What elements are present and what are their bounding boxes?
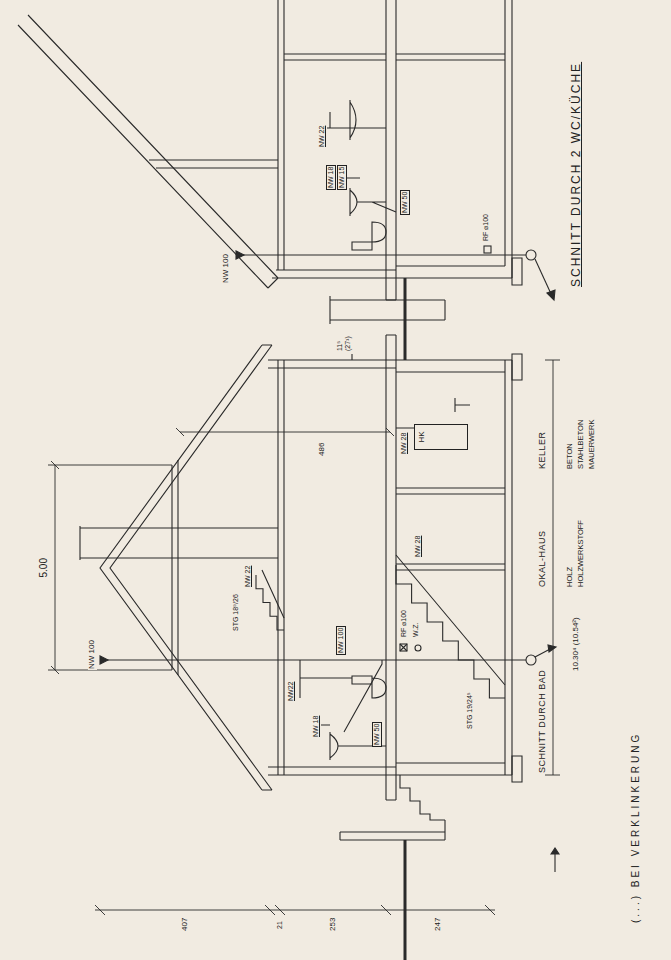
drawing-label: NW22 (287, 681, 295, 702)
drawing-label: NW 22 (318, 125, 326, 148)
outside-steps (340, 775, 445, 840)
washbasin (346, 178, 396, 216)
drawing-label: NW 50 (372, 722, 382, 747)
roof (18, 15, 278, 288)
arrow-head (551, 848, 559, 854)
drawing-label: BETON (566, 442, 574, 470)
drawing-label: HOLZWERKSTOFF (577, 519, 585, 588)
drawing-label: W.Z. (412, 622, 420, 638)
drawing-label: NW 22 (244, 565, 252, 588)
drawing-label: 11⁵ (27¹) (336, 328, 351, 352)
meter-symbol (415, 645, 421, 651)
drawing-label: 407 (181, 917, 190, 932)
node-text: HK (415, 425, 427, 449)
arrow-head (548, 645, 556, 652)
drawing-label: STAHLBETON (577, 419, 585, 470)
post (284, 54, 505, 60)
drawing-label: NW 100 (336, 626, 346, 655)
manhole-circle (526, 655, 536, 665)
drawing-label: 21 (276, 920, 284, 930)
kitchen-sink (327, 100, 386, 140)
drawing-label: NW 28 (414, 535, 422, 558)
attic-stair (256, 570, 284, 630)
dimension-line (95, 905, 495, 915)
edge-arrow (554, 854, 555, 872)
drawing-label: RF ⌀100 (482, 213, 490, 242)
post (396, 488, 505, 570)
basement-wall (396, 0, 512, 278)
drawing-label: (...) BEI VERKLINKERUNG (630, 731, 641, 924)
drawing-label: NW 18 (312, 715, 320, 738)
drawing-label: 10.30⁴ (10.54²) (572, 616, 581, 672)
drawing-label: NW 18 (326, 165, 336, 190)
arrow-head (547, 290, 555, 300)
drawing-label: 5.00 (38, 557, 49, 578)
drawing-label: STG 19/24⁵ (466, 691, 474, 730)
drawing-label: 486 (318, 442, 327, 457)
entrance (330, 296, 445, 360)
wc (352, 222, 386, 250)
drawing-label: NW 28 (400, 432, 408, 455)
drawing-label: KELLER (538, 430, 548, 470)
chimney (80, 526, 278, 560)
drawing-label: OKAL-HAUS (538, 529, 548, 588)
drawing-label: STG 18⁹/26 (232, 593, 240, 632)
roof (100, 345, 272, 790)
wall (268, 360, 396, 775)
wall (272, 270, 396, 278)
drawing-label: SCHNITT DURCH 2 WC/KÜCHE (570, 61, 583, 288)
basement-stair (396, 555, 505, 698)
arrow-head (100, 656, 108, 664)
boiler-box: HK (414, 424, 468, 450)
drawing-label: 253 (329, 917, 338, 932)
basement-wall (396, 360, 512, 775)
dimension-line (176, 428, 394, 436)
dimension-line (48, 461, 172, 674)
cleanout-symbol (400, 644, 407, 651)
drain-arrow (535, 259, 552, 296)
collar-beam (172, 460, 178, 675)
arrow-head (236, 251, 244, 259)
soil-pipe (106, 659, 526, 660)
drawing-label: MAUERWERK (588, 419, 596, 470)
foundation (512, 258, 522, 285)
drawing-label: NW 100 (88, 639, 97, 670)
foundation (512, 354, 522, 782)
stud (149, 160, 278, 168)
cleanout-cross (400, 644, 407, 651)
soil-pipe (242, 254, 526, 255)
cleanout-symbol (484, 246, 491, 253)
drawing-label: NW 50 (400, 190, 410, 215)
drawing-label: NW 15 (337, 165, 347, 190)
drawing-label: RF ⌀100 (400, 609, 408, 638)
manhole-circle (526, 250, 536, 260)
drawing-label: SCHNITT DURCH BAD (538, 669, 548, 774)
drawing-label: NW 100 (222, 253, 231, 284)
drawing-label: HOLZ (566, 566, 574, 588)
floor-slab (278, 335, 396, 800)
drawing-label: 247 (434, 917, 443, 932)
